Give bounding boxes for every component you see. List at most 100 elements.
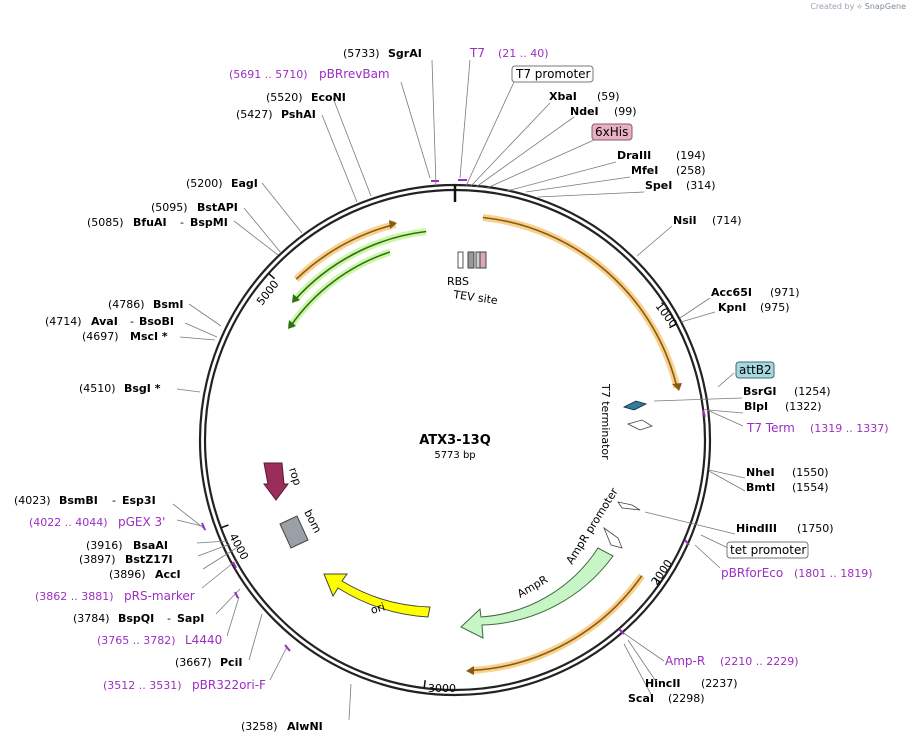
- scale-tick: [220, 524, 229, 529]
- t7-terminator-marker: [626, 419, 653, 431]
- snapgene-logo-icon: ⟡: [856, 2, 863, 11]
- enzyme-name-2: Esp3I: [122, 494, 156, 507]
- primer-range: (5691 .. 5710): [229, 68, 308, 81]
- his-tag-label: 6xHis: [595, 125, 628, 139]
- enzyme-name: XbaI: [549, 90, 577, 103]
- enzyme-name: NsiI: [673, 214, 697, 227]
- scale-tick: [423, 680, 426, 689]
- enzyme-pos: (1254): [794, 385, 831, 398]
- ampr-label: AmpR: [515, 573, 550, 601]
- tev-site-label: TEV site: [452, 288, 499, 307]
- enzyme-separator: -: [180, 216, 184, 229]
- enzyme-name: NheI: [746, 466, 775, 479]
- scale-tick: [653, 577, 661, 584]
- leader-lines: [172, 59, 746, 721]
- orange-feature-2: [470, 575, 643, 672]
- primer-name: T7 Term: [746, 421, 795, 435]
- enzyme-name: MfeI: [631, 164, 658, 177]
- ori-label: ori: [369, 600, 386, 617]
- enzyme-name: NdeI: [570, 105, 599, 118]
- attb2-marker: [622, 400, 648, 411]
- enzyme-pos: (3667): [175, 656, 212, 669]
- t7-terminator-label: T7 terminator: [599, 383, 612, 460]
- enzyme-name: BfuAI: [133, 216, 167, 229]
- credit-brand: SnapGene: [864, 2, 906, 11]
- enzyme-pos: (5095): [151, 201, 188, 214]
- primer-name: T7: [469, 46, 485, 60]
- enzyme-pos: (3896): [109, 568, 146, 581]
- enzyme-pos: (5520): [266, 91, 303, 104]
- orange-feature-2-arrow: [466, 666, 474, 675]
- enzyme-labels: (5733) SgrAI XbaI (59) NdeI (99) DraIII …: [14, 47, 834, 733]
- ori-arrow: [323, 573, 431, 618]
- enzyme-pos: (314): [686, 179, 716, 192]
- enzyme-pos: (5085): [87, 216, 124, 229]
- primer-range: (4022 .. 4044): [29, 516, 108, 529]
- primer-marks: [201, 179, 706, 652]
- ampr-promoter-label: AmpR promoter: [564, 485, 622, 566]
- tick-marks: [220, 272, 677, 689]
- enzyme-name: AccI: [155, 568, 181, 581]
- tet-promoter-box: [726, 541, 809, 559]
- enzyme-pos: (1750): [797, 522, 834, 535]
- enzyme-name: PshAI: [281, 108, 316, 121]
- primer-range: (1319 .. 1337): [810, 422, 889, 435]
- enzyme-pos: (1550): [792, 466, 829, 479]
- scale-tick: [669, 323, 677, 329]
- primer-name: pBRforEco: [721, 566, 783, 580]
- enzyme-name: BsaAI: [133, 539, 168, 552]
- orange-feature-1-glow: [482, 214, 681, 389]
- tick-label: 3000: [428, 682, 456, 695]
- enzyme-pos: (714): [712, 214, 742, 227]
- enzyme-name: BspQI: [118, 612, 154, 625]
- enzyme-name: BstAPI: [197, 201, 238, 214]
- enzyme-pos: (4510): [79, 382, 116, 395]
- enzyme-name: MscI *: [130, 330, 168, 343]
- orange-feature-1-arrow: [672, 383, 682, 391]
- enzyme-name: AlwNI: [287, 720, 323, 733]
- enzyme-pos: (3897): [79, 553, 116, 566]
- green-feature-2-arrow: [288, 320, 296, 329]
- bom-box: [279, 515, 309, 549]
- primer-range: (21 .. 40): [498, 47, 549, 60]
- boxed-labels: T7 promoter 6xHis attB2 tet promoter: [511, 65, 809, 559]
- enzyme-separator: -: [130, 315, 134, 328]
- tick-label: 1000: [653, 300, 680, 330]
- his-tag-box: [591, 123, 633, 141]
- his-tag-marker: [479, 251, 487, 269]
- tet-promoter-label: tet promoter: [730, 543, 806, 557]
- orange-feature-1: [482, 216, 678, 388]
- rbs-label: RBS: [447, 275, 469, 288]
- primer-labels: T7 (21 .. 40) (5691 .. 5710) pBRrevBam T…: [29, 46, 889, 692]
- enzyme-name: SgrAI: [388, 47, 422, 60]
- enzyme-name: ScaI: [628, 692, 654, 705]
- enzyme-name: BsmI: [153, 298, 184, 311]
- primer-range: (2210 .. 2229): [720, 655, 799, 668]
- tick-label: 2000: [649, 557, 675, 587]
- enzyme-name: BsgI *: [124, 382, 161, 395]
- enzyme-pos: (194): [676, 149, 706, 162]
- primer-name: pRS-marker: [124, 589, 195, 603]
- enzyme-pos: (4714): [45, 315, 82, 328]
- ampr-arrow: [460, 547, 614, 639]
- primer-name: pBR322ori-F: [192, 678, 266, 692]
- enzyme-pos: (2237): [701, 677, 738, 690]
- enzyme-pos: (1322): [785, 400, 822, 413]
- rbs-marker: [457, 251, 464, 269]
- enzyme-pos: (59): [597, 90, 620, 103]
- enzyme-name: PciI: [220, 656, 242, 669]
- orange-feature-3-arrow: [389, 220, 397, 229]
- primer-range: (1801 .. 1819): [794, 567, 873, 580]
- orange-feature-3: [295, 223, 396, 280]
- ampr-promoter-marker: [603, 526, 623, 549]
- enzyme-name: KpnI: [718, 301, 746, 314]
- enzyme-pos: (258): [676, 164, 706, 177]
- primer-name: pGEX 3': [118, 515, 165, 529]
- credit-prefix: Created by: [810, 2, 855, 11]
- enzyme-name-2: BspMI: [190, 216, 228, 229]
- enzyme-name-2: BsoBI: [139, 315, 174, 328]
- rop-arrow: [263, 462, 289, 501]
- enzyme-pos: (4786): [108, 298, 145, 311]
- linker-marker: [475, 251, 481, 269]
- plasmid-length: 5773 bp: [434, 450, 475, 461]
